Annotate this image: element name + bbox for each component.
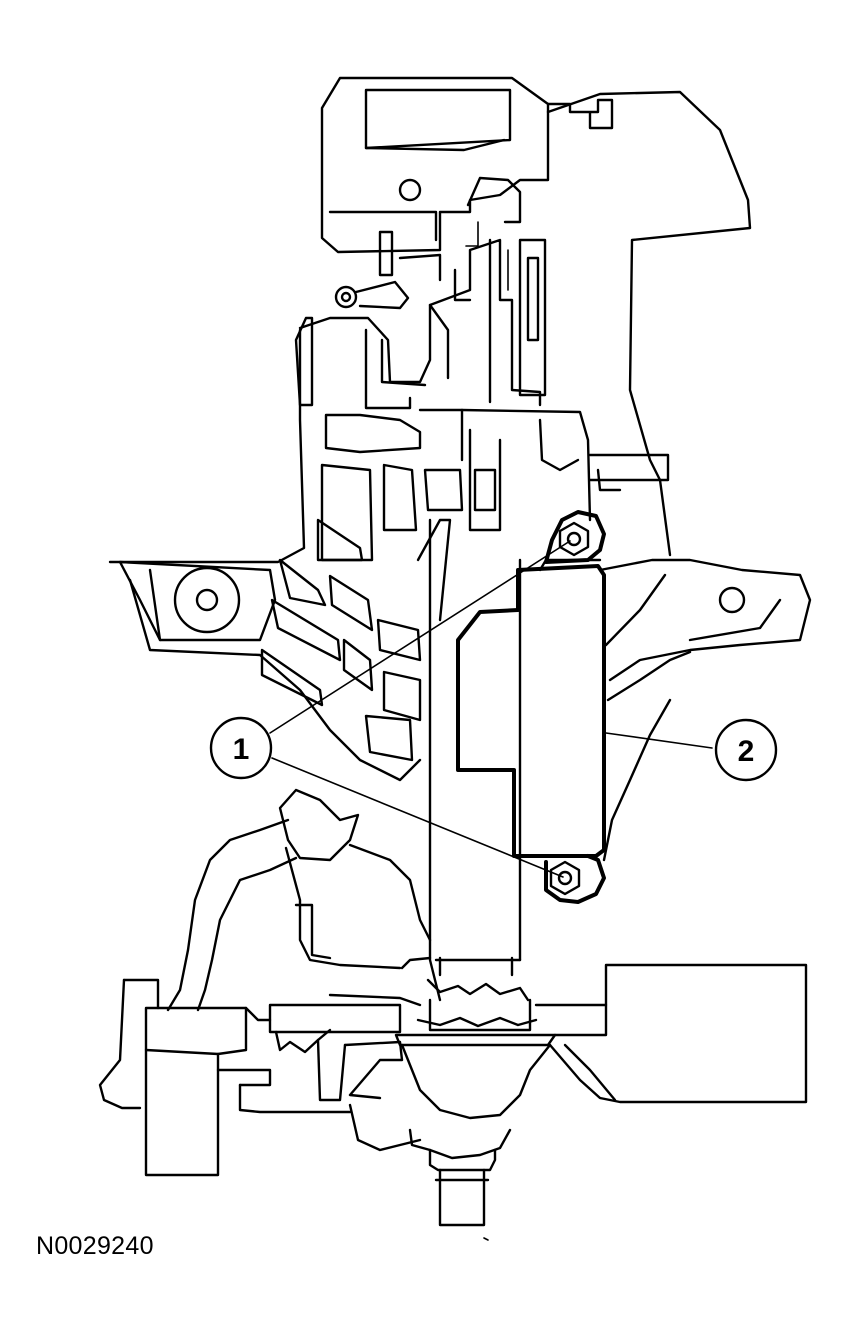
leader-lines [269, 540, 713, 878]
diagonal-ribs [260, 518, 452, 762]
figure-id-label: N0029240 [36, 1232, 154, 1260]
callout-1-label: 1 [233, 733, 250, 766]
upper-nut [558, 521, 590, 557]
right-bracket [598, 558, 812, 862]
lower-left-assembly [98, 788, 432, 1177]
callout-2-label: 2 [738, 735, 755, 768]
left-casting [108, 316, 670, 564]
module [456, 510, 606, 904]
lower-base [268, 963, 808, 1241]
callout-2: 2 [714, 718, 778, 782]
upper-housing [320, 76, 752, 557]
column-tube [416, 518, 538, 1032]
callout-1: 1 [209, 716, 273, 780]
lower-nut [549, 860, 581, 896]
mounting-nuts [549, 521, 590, 896]
left-mount-bracket [118, 560, 422, 782]
column-upper-inner [298, 238, 547, 410]
